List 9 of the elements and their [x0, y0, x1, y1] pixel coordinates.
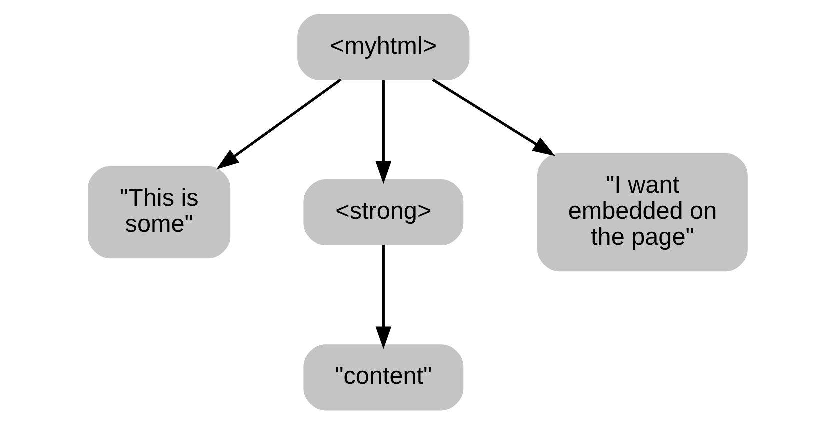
arrow — [375, 80, 392, 184]
node-box: <myhtml> — [297, 14, 470, 80]
arrow — [432, 78, 555, 156]
node-box: "I want embedded on the page" — [537, 153, 748, 272]
arrow — [375, 245, 392, 350]
arrow — [216, 78, 342, 170]
node-box: "This is some" — [88, 166, 230, 259]
node-box: <strong> — [303, 179, 464, 246]
node-box: "content" — [303, 344, 464, 411]
